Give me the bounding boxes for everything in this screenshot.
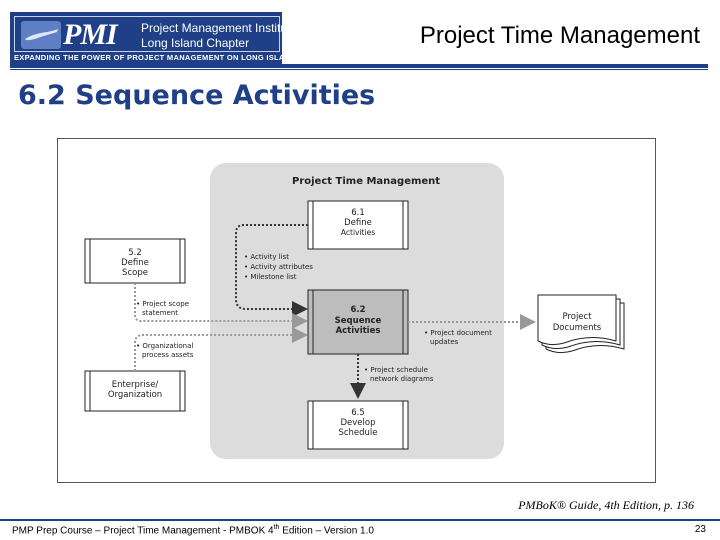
logo-chapter-name: Long Island Chapter xyxy=(141,36,250,50)
develop-schedule-line2: Schedule xyxy=(338,428,377,438)
process-diagram: Project Time Management 6.1 Define Activ… xyxy=(57,138,656,483)
sequence-activities-line2: Activities xyxy=(336,326,381,336)
label-network-2: network diagrams xyxy=(370,375,434,383)
label-activity-list: • Activity list xyxy=(244,253,289,261)
footer-course-info: PMP Prep Course – Project Time Managemen… xyxy=(12,524,374,536)
logo-tagline: EXPANDING THE POWER OF PROJECT MANAGEMEN… xyxy=(14,53,297,62)
process-diagram-svg: Project Time Management 6.1 Define Activ… xyxy=(84,163,625,459)
define-scope-number: 5.2 xyxy=(128,248,142,258)
label-org-assets-2: process assets xyxy=(142,351,194,359)
page-number: 23 xyxy=(694,524,706,535)
arrow-activities-to-sequence xyxy=(235,224,308,317)
label-activity-attributes: • Activity attributes xyxy=(244,263,313,271)
label-doc-updates-1: • Project document xyxy=(424,329,492,337)
project-documents-line2: Documents xyxy=(553,323,602,333)
box-define-scope: 5.2 Define Scope xyxy=(84,238,186,284)
label-org-assets-1: • Organizational xyxy=(136,342,193,350)
arrow-scope-to-sequence xyxy=(134,283,308,329)
box-develop-schedule: 6.5 Develop Schedule xyxy=(307,400,409,450)
project-documents-line1: Project xyxy=(562,312,592,322)
long-island-map-icon xyxy=(21,21,61,49)
develop-schedule-line1: Develop xyxy=(341,418,376,428)
define-activities-number: 6.1 xyxy=(351,208,365,218)
define-activities-line1: Define xyxy=(344,218,372,228)
sequence-activities-line1: Sequence xyxy=(335,316,382,326)
footer-superscript: th xyxy=(273,524,280,531)
footer-suffix: Edition – Version 1.0 xyxy=(279,525,374,537)
box-enterprise-organization: Enterprise/ Organization xyxy=(84,370,186,412)
citation: PMBoK® Guide, 4th Edition, p. 136 xyxy=(518,498,694,512)
pmi-logo: PMI Project Management Institute Long Is… xyxy=(10,12,297,64)
footer-prefix: PMP Prep Course – Project Time Managemen… xyxy=(12,525,274,537)
logo-mark: PMI xyxy=(63,18,118,51)
label-scope-statement-1: • Project scope xyxy=(136,300,189,308)
define-activities-line2: Activities xyxy=(341,228,375,237)
develop-schedule-number: 6.5 xyxy=(351,408,365,418)
define-scope-line1: Define xyxy=(121,258,149,268)
logo-org-name: Project Management Institute xyxy=(141,21,298,35)
header-rule xyxy=(10,64,708,68)
enterprise-line2: Organization xyxy=(108,390,162,400)
define-scope-line2: Scope xyxy=(122,268,148,278)
header-title: Project Time Management xyxy=(419,22,700,49)
logo-frame: PMI Project Management Institute Long Is… xyxy=(14,16,297,52)
footer-rule xyxy=(0,519,720,521)
slide-title: 6.2 Sequence Activities xyxy=(18,80,376,111)
arrow-enterprise-to-sequence xyxy=(134,327,308,371)
box-sequence-activities: 6.2 Sequence Activities xyxy=(307,289,409,355)
box-define-activities: 6.1 Define Activities xyxy=(307,200,409,250)
label-milestone-list: • Milestone list xyxy=(244,273,297,281)
panel-title: Project Time Management xyxy=(292,176,440,187)
project-documents-icon: Project Documents xyxy=(537,294,625,354)
header-rule-thin xyxy=(10,69,708,70)
label-network-1: • Project schedule xyxy=(364,366,428,374)
enterprise-line1: Enterprise/ xyxy=(112,380,159,390)
sequence-activities-number: 6.2 xyxy=(350,305,365,315)
label-scope-statement-2: statement xyxy=(142,309,178,317)
label-doc-updates-2: updates xyxy=(430,338,459,346)
